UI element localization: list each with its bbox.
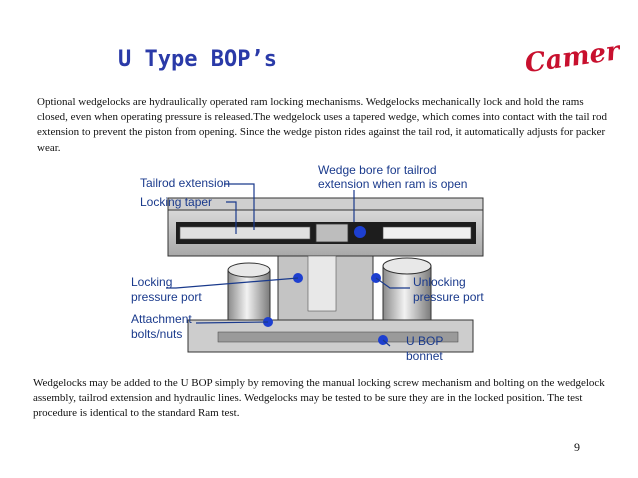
label-wedge-line2: extension when ram is open	[318, 177, 467, 191]
label-locking-line1: Locking	[131, 275, 172, 289]
slide-title: U Type BOP’s	[118, 47, 277, 72]
label-attachment-line2: bolts/nuts	[131, 327, 182, 341]
label-wedge-line1: Wedge bore for tailrod	[318, 163, 437, 177]
wedge-bore-port	[354, 226, 366, 238]
left-cylinder	[227, 269, 271, 323]
label-taper: Locking taper	[140, 195, 212, 209]
label-unlocking-line2: pressure port	[413, 290, 484, 304]
wedgelock-diagram: Tailrod extension Locking taper Wedge bo…	[131, 163, 484, 363]
base-slot	[217, 331, 459, 343]
label-unlocking-line1: Unlocking	[413, 275, 466, 289]
svg-text:Cameron: Cameron	[523, 31, 620, 78]
right-cylinder-top	[382, 257, 432, 275]
label-tailrod: Tailrod extension	[140, 176, 230, 190]
top-plate	[167, 197, 484, 211]
label-attachment-line1: Attachment	[131, 312, 192, 326]
label-ubop-line1: U BOP	[406, 334, 443, 348]
right-cylinder	[382, 265, 432, 323]
label-ubop-line2: bonnet	[406, 349, 443, 363]
piston-rod	[179, 226, 311, 240]
label-locking-line2: pressure port	[131, 290, 202, 304]
left-cylinder-top	[227, 262, 271, 278]
wedge-piston	[315, 223, 349, 243]
procedure-paragraph: Wedgelocks may be added to the U BOP sim…	[33, 377, 605, 420]
wedge-slot	[307, 255, 337, 312]
cameron-logo: Cameron	[523, 31, 620, 78]
tailrod-bore	[382, 226, 472, 240]
page-number: 9	[574, 440, 580, 454]
intro-paragraph: Optional wedgelocks are hydraulically op…	[37, 96, 607, 154]
